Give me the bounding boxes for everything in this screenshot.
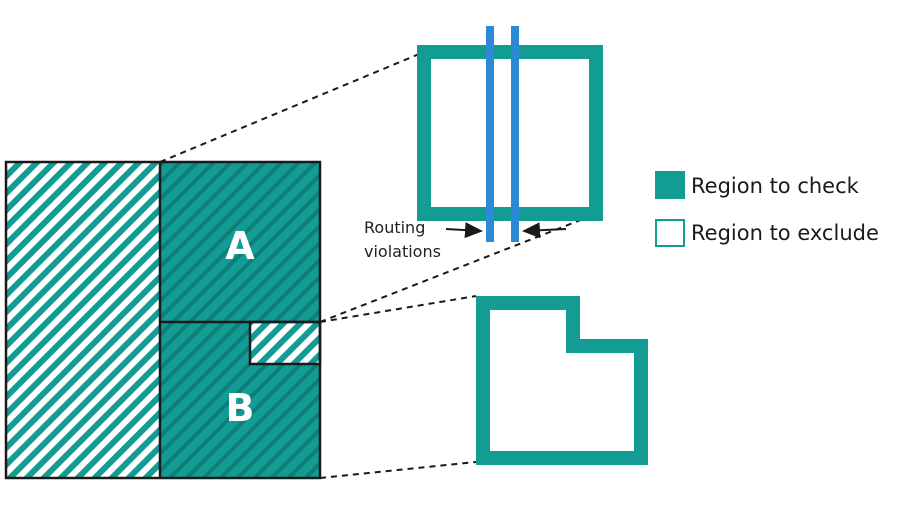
excluded-notch-region [250,322,320,364]
zoom-line-bottom-top [319,295,477,323]
zoom-b-outline [476,296,648,465]
notch-outline [248,320,322,366]
legend-exclude-label: Region to exclude [691,221,879,245]
zoom-line-top-right [319,213,597,323]
zoom-a-outline [417,45,603,221]
main-outline [4,160,322,480]
excluded-left-region [6,162,160,478]
legend: Region to check Region to exclude [655,171,879,247]
zoom-line-bottom-bottom [319,461,477,479]
zoom-lines [159,51,597,479]
callout-line-1: Routing [364,218,425,237]
violation-arrow-right [522,222,567,239]
region-b-label: B [226,386,255,430]
zoom-region-b [476,296,648,465]
violation-arrow-left [445,222,483,239]
legend-check-swatch [655,171,685,199]
main-layout: A B [4,160,322,480]
callout-line-2: violations [364,242,441,261]
region-a [160,162,320,322]
legend-check-label: Region to check [691,174,860,198]
zoom-line-top-left [159,51,425,163]
routing-wire-right [511,26,519,242]
routing-wire-left [486,26,494,242]
region-a-label: A [225,224,255,268]
zoom-region-a: Routing violations [364,26,603,261]
legend-exclude-swatch [655,219,685,247]
